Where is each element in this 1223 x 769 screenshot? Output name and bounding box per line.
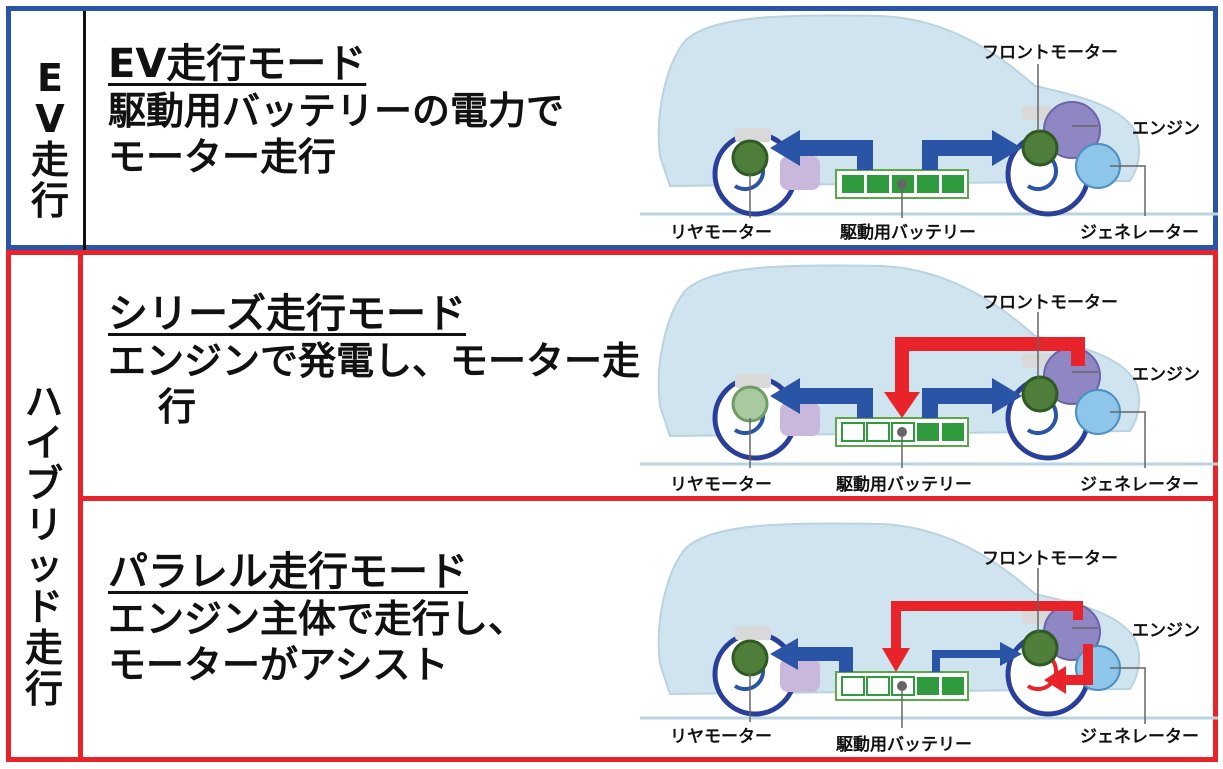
mode-description: 行 bbox=[158, 385, 197, 429]
ev-section-frame bbox=[6, 6, 1218, 250]
hybrid-label-char: ブ bbox=[24, 462, 63, 506]
series-mode-diagram: フロントモーター エンジン ジェネレーター リヤモーター 駆動用バッテリー bbox=[640, 256, 1218, 496]
hybrid-label-char: イ bbox=[24, 421, 63, 465]
rear-motor-gear bbox=[731, 139, 769, 177]
rear-inverter bbox=[780, 658, 820, 692]
mode-description: 駆動用バッテリーの電力で bbox=[108, 89, 565, 133]
hybrid-label-char: ッ bbox=[24, 544, 63, 588]
electric-flow-arrows bbox=[770, 638, 1022, 672]
mode-description: モーター走行 bbox=[108, 135, 337, 179]
leader-lines bbox=[749, 64, 1146, 218]
generator-label: ジェネレーター bbox=[1080, 727, 1199, 747]
generator-label: ジェネレーター bbox=[1080, 475, 1199, 495]
hybrid-label-char: ハ bbox=[24, 380, 63, 424]
mode-title: パラレル走行モード bbox=[108, 549, 468, 595]
rear-motor-housing bbox=[735, 128, 771, 142]
rear-motor-gear bbox=[731, 639, 769, 677]
rear-motor-housing bbox=[735, 374, 771, 388]
hybrid-section-frame bbox=[6, 250, 1218, 762]
ev-label-char: V bbox=[35, 97, 65, 141]
front-motor-label: フロントモーター bbox=[982, 293, 1118, 313]
ev-label-char: 走 bbox=[30, 138, 69, 182]
parallel-mode-diagram: フロントモーター エンジン ジェネレーター リヤモーター 駆動用バッテリー bbox=[640, 514, 1218, 755]
generator-label: ジェネレーター bbox=[1080, 223, 1199, 243]
rear-motor-gear bbox=[731, 385, 769, 423]
engine-label: エンジン bbox=[1132, 365, 1200, 385]
mode-title: シリーズ走行モード bbox=[108, 291, 466, 337]
rear-motor-label: リヤモーター bbox=[670, 475, 772, 495]
leader-lines bbox=[749, 568, 1146, 728]
rear-motor-label: リヤモーター bbox=[670, 727, 772, 747]
mode-description: モーターがアシスト bbox=[108, 643, 449, 687]
hybrid-drive-label: ハ イ ブ リ ッ ド 走 行 bbox=[14, 382, 74, 710]
rear-inverter bbox=[780, 156, 820, 190]
front-motor-housing bbox=[1022, 610, 1052, 624]
electric-flow-arrows bbox=[770, 378, 1022, 418]
hybrid-label-char: ド bbox=[24, 585, 63, 629]
rear-motor-housing bbox=[735, 626, 771, 640]
series-mode-text: シリーズ走行モード エンジンで発電し、モーター走 行 bbox=[108, 290, 640, 430]
hybrid-label-char: 走 bbox=[24, 626, 63, 670]
engine-flow-arrows bbox=[882, 601, 1093, 694]
front-motor-label: フロントモーター bbox=[982, 43, 1118, 63]
battery-label: 駆動用バッテリー bbox=[840, 223, 976, 243]
hybrid-label-divider bbox=[78, 255, 83, 757]
front-motor-housing bbox=[1022, 106, 1052, 120]
ev-mode-diagram: フロントモーター エンジン ジェネレーター リヤモーター 駆動用バッテリー bbox=[640, 6, 1218, 246]
ev-label-char: E bbox=[37, 56, 63, 100]
mode-description: エンジンで発電し、モーター走 bbox=[108, 339, 641, 383]
rear-inverter bbox=[780, 402, 820, 436]
ev-label-divider bbox=[83, 11, 86, 250]
ev-label-char: 行 bbox=[30, 179, 69, 223]
front-motor-gear bbox=[1021, 375, 1059, 413]
electric-flow-arrows bbox=[770, 130, 1022, 170]
leader-lines bbox=[749, 312, 1146, 468]
hybrid-label-char: 行 bbox=[24, 667, 63, 711]
battery-label: 駆動用バッテリー bbox=[836, 475, 972, 495]
ev-drive-label: E V 走 行 bbox=[20, 58, 80, 222]
hybrid-label-char: リ bbox=[24, 503, 63, 547]
ev-mode-text: EV走行モード 駆動用バッテリーの電力で モーター走行 bbox=[108, 40, 564, 180]
rear-motor-label: リヤモーター bbox=[670, 223, 772, 243]
engine-label: エンジン bbox=[1132, 119, 1200, 139]
front-motor-gear bbox=[1021, 629, 1059, 667]
engine-label: エンジン bbox=[1132, 621, 1200, 641]
front-motor-housing bbox=[1022, 354, 1052, 368]
engine-flow-arrow bbox=[884, 337, 1085, 418]
battery-label: 駆動用バッテリー bbox=[836, 735, 972, 755]
front-motor-gear bbox=[1021, 129, 1059, 167]
hybrid-section-divider bbox=[83, 496, 1218, 501]
mode-title: EV走行モード bbox=[108, 41, 367, 87]
front-motor-label: フロントモーター bbox=[982, 549, 1118, 569]
parallel-mode-text: パラレル走行モード エンジン主体で走行し、 モーターがアシスト bbox=[108, 548, 526, 688]
mode-description: エンジン主体で走行し、 bbox=[108, 597, 527, 641]
